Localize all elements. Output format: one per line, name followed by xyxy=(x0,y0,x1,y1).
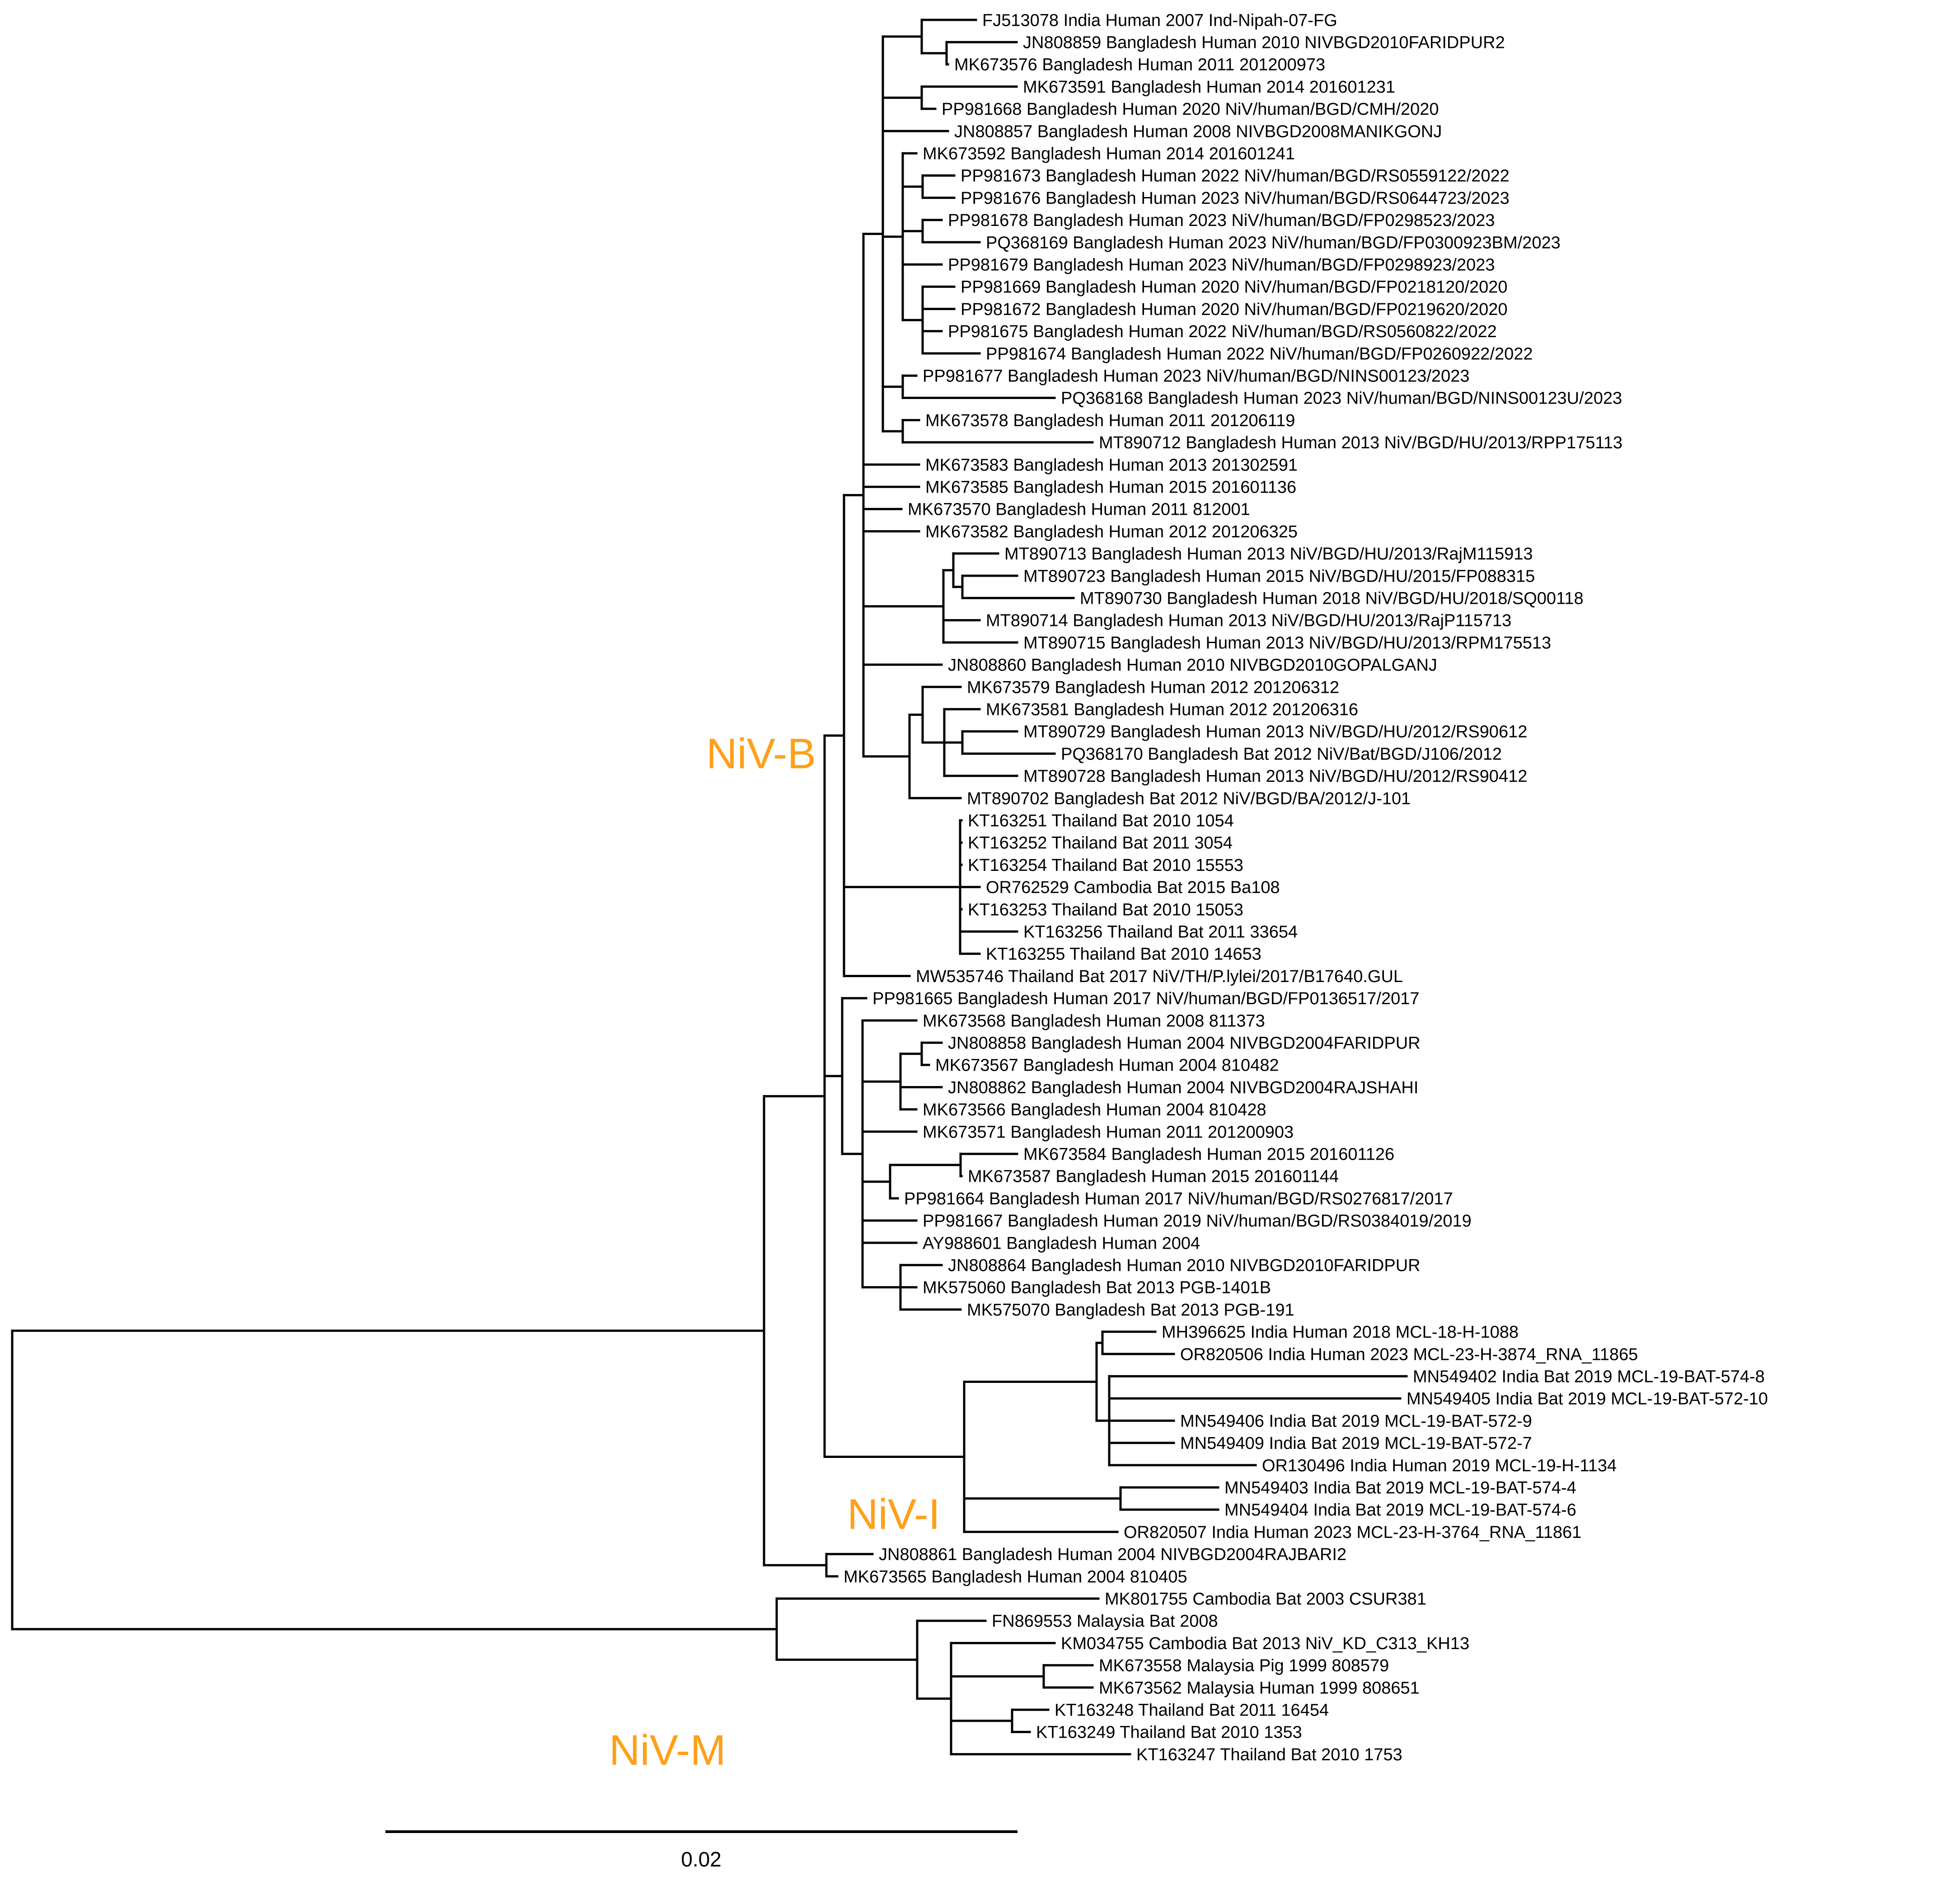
tip-label: MK673578 Bangladesh Human 2011 201206119 xyxy=(925,411,1295,430)
tip-label: MK673558 Malaysia Pig 1999 808579 xyxy=(1099,1656,1389,1675)
tip-label: JN808864 Bangladesh Human 2010 NIVBGD201… xyxy=(948,1256,1421,1275)
tip-label: KT163248 Thailand Bat 2011 16454 xyxy=(1055,1701,1329,1720)
tip-label: MN549405 India Bat 2019 MCL-19-BAT-572-1… xyxy=(1407,1390,1768,1409)
tip-label: MK673582 Bangladesh Human 2012 201206325 xyxy=(925,522,1298,541)
tip-label: KT163255 Thailand Bat 2010 14653 xyxy=(986,945,1261,964)
tip-label: PP981679 Bangladesh Human 2023 NiV/human… xyxy=(948,256,1495,275)
tip-label: MK673562 Malaysia Human 1999 808651 xyxy=(1099,1678,1420,1697)
tip-label: KT163249 Thailand Bat 2010 1353 xyxy=(1036,1723,1302,1742)
clade-label-niv-i: NiV-I xyxy=(847,1490,940,1538)
tip-label: MK673592 Bangladesh Human 2014 201601241 xyxy=(923,145,1295,164)
tip-label: MK801755 Cambodia Bat 2003 CSUR381 xyxy=(1105,1590,1426,1609)
tip-label: KT163253 Thailand Bat 2010 15053 xyxy=(968,900,1243,919)
tip-label: MK673584 Bangladesh Human 2015 201601126 xyxy=(1023,1145,1394,1164)
tip-label: MK673568 Bangladesh Human 2008 811373 xyxy=(923,1011,1265,1030)
tip-label: MK673565 Bangladesh Human 2004 810405 xyxy=(844,1567,1187,1586)
tip-label: MK673571 Bangladesh Human 2011 201200903 xyxy=(923,1123,1294,1142)
tip-label: PP981664 Bangladesh Human 2017 NiV/human… xyxy=(904,1189,1453,1208)
tip-label: JN808858 Bangladesh Human 2004 NIVBGD200… xyxy=(948,1034,1421,1053)
tip-label: AY988601 Bangladesh Human 2004 xyxy=(923,1234,1200,1253)
tip-label: JN808859 Bangladesh Human 2010 NIVBGD201… xyxy=(1023,33,1505,52)
tip-label: MK673585 Bangladesh Human 2015 201601136 xyxy=(925,478,1296,497)
tip-label: KT163247 Thailand Bat 2010 1753 xyxy=(1136,1745,1402,1764)
tip-label: KM034755 Cambodia Bat 2013 NiV_KD_C313_K… xyxy=(1061,1634,1469,1653)
clade-labels: NiV-B NiV-I NiV-M xyxy=(609,730,940,1774)
tip-label: KT163256 Thailand Bat 2011 33654 xyxy=(1023,923,1298,942)
tip-label: FJ513078 India Human 2007 Ind-Nipah-07-F… xyxy=(982,11,1337,30)
tip-label: PP981672 Bangladesh Human 2020 NiV/human… xyxy=(961,300,1508,319)
tip-label: PP981678 Bangladesh Human 2023 NiV/human… xyxy=(948,211,1495,230)
tip-label: MK673567 Bangladesh Human 2004 810482 xyxy=(935,1056,1279,1075)
tip-label: MK673583 Bangladesh Human 2013 201302591 xyxy=(925,456,1298,475)
tip-label: MK673581 Bangladesh Human 2012 201206316 xyxy=(986,700,1358,719)
tip-label: OR820506 India Human 2023 MCL-23-H-3874_… xyxy=(1180,1345,1638,1364)
tip-label: PP981674 Bangladesh Human 2022 NiV/human… xyxy=(986,344,1533,363)
tip-label: PP981677 Bangladesh Human 2023 NiV/human… xyxy=(923,367,1469,386)
tip-labels: FJ513078 India Human 2007 Ind-Nipah-07-F… xyxy=(844,11,1768,1764)
tip-label: JN808860 Bangladesh Human 2010 NIVBGD201… xyxy=(948,656,1437,675)
tip-label: MH396625 India Human 2018 MCL-18-H-1088 xyxy=(1162,1323,1519,1342)
tip-label: PQ368170 Bangladesh Bat 2012 NiV/Bat/BGD… xyxy=(1061,745,1502,764)
tip-label: MK673566 Bangladesh Human 2004 810428 xyxy=(923,1100,1266,1119)
tip-label: MK673587 Bangladesh Human 2015 201601144 xyxy=(968,1167,1339,1186)
tip-label: PQ368168 Bangladesh Human 2023 NiV/human… xyxy=(1061,389,1622,408)
tip-label: OR762529 Cambodia Bat 2015 Ba108 xyxy=(986,878,1280,897)
clade-label-niv-m: NiV-M xyxy=(609,1726,726,1774)
tip-label: MT890729 Bangladesh Human 2013 NiV/BGD/H… xyxy=(1023,723,1527,742)
tip-label: MT890712 Bangladesh Human 2013 NiV/BGD/H… xyxy=(1099,433,1622,452)
tip-label: MK673591 Bangladesh Human 2014 201601231 xyxy=(1023,78,1395,97)
clade-label-niv-b: NiV-B xyxy=(706,730,816,778)
tip-label: MK673576 Bangladesh Human 2011 201200973 xyxy=(954,56,1325,75)
tip-label: PP981675 Bangladesh Human 2022 NiV/human… xyxy=(948,322,1497,341)
tip-label: MK673579 Bangladesh Human 2012 201206312 xyxy=(967,678,1339,697)
tip-label: MT890702 Bangladesh Bat 2012 NiV/BGD/BA/… xyxy=(967,789,1411,808)
tip-label: MN549403 India Bat 2019 MCL-19-BAT-574-4 xyxy=(1224,1479,1576,1498)
tip-label: MT890713 Bangladesh Human 2013 NiV/BGD/H… xyxy=(1004,545,1533,564)
tip-label: MN549406 India Bat 2019 MCL-19-BAT-572-9 xyxy=(1180,1412,1532,1431)
scale-bar-group: 0.02 xyxy=(385,1830,1018,1871)
tip-label: KT163254 Thailand Bat 2010 15553 xyxy=(968,856,1243,875)
tip-label: KT163252 Thailand Bat 2011 3054 xyxy=(968,834,1233,853)
scale-bar-label: 0.02 xyxy=(681,1847,722,1871)
tip-label: MT890723 Bangladesh Human 2015 NiV/BGD/H… xyxy=(1023,567,1535,586)
tip-label: MT890715 Bangladesh Human 2013 NiV/BGD/H… xyxy=(1023,634,1551,653)
branches xyxy=(11,19,1408,1756)
tip-label: PP981676 Bangladesh Human 2023 NiV/human… xyxy=(961,189,1510,208)
tip-label: PP981669 Bangladesh Human 2020 NiV/human… xyxy=(961,278,1508,297)
tip-label: PP981673 Bangladesh Human 2022 NiV/human… xyxy=(961,167,1510,186)
tip-label: OR130496 India Human 2019 MCL-19-H-1134 xyxy=(1262,1456,1617,1475)
tip-label: MN549409 India Bat 2019 MCL-19-BAT-572-7 xyxy=(1180,1434,1532,1453)
tip-label: MW535746 Thailand Bat 2017 NiV/TH/P.lyle… xyxy=(916,967,1403,986)
tip-label: MN549404 India Bat 2019 MCL-19-BAT-574-6 xyxy=(1224,1501,1576,1520)
tip-label: PP981668 Bangladesh Human 2020 NiV/human… xyxy=(942,100,1439,119)
tip-label: FN869553 Malaysia Bat 2008 xyxy=(992,1612,1218,1631)
tip-label: JN808861 Bangladesh Human 2004 NIVBGD200… xyxy=(879,1545,1346,1564)
tip-label: MT890714 Bangladesh Human 2013 NiV/BGD/H… xyxy=(986,611,1511,630)
tip-label: PQ368169 Bangladesh Human 2023 NiV/human… xyxy=(986,233,1561,252)
tip-label: MK673570 Bangladesh Human 2011 812001 xyxy=(908,500,1250,519)
tip-label: PP981667 Bangladesh Human 2019 NiV/human… xyxy=(923,1212,1472,1231)
tip-label: JN808862 Bangladesh Human 2004 NIVBGD200… xyxy=(948,1078,1418,1097)
tip-label: OR820507 India Human 2023 MCL-23-H-3764_… xyxy=(1124,1523,1581,1542)
tip-label: MN549402 India Bat 2019 MCL-19-BAT-574-8 xyxy=(1413,1368,1765,1387)
tip-label: PP981665 Bangladesh Human 2017 NiV/human… xyxy=(872,989,1420,1008)
tip-label: MK575070 Bangladesh Bat 2013 PGB-191 xyxy=(967,1301,1294,1320)
tip-label: MT890728 Bangladesh Human 2013 NiV/BGD/H… xyxy=(1023,767,1527,786)
tip-label: KT163251 Thailand Bat 2010 1054 xyxy=(968,812,1234,831)
tip-label: JN808857 Bangladesh Human 2008 NIVBGD200… xyxy=(954,122,1442,141)
tip-label: MK575060 Bangladesh Bat 2013 PGB-1401B xyxy=(923,1279,1271,1297)
tip-label: MT890730 Bangladesh Human 2018 NiV/BGD/H… xyxy=(1080,589,1584,608)
